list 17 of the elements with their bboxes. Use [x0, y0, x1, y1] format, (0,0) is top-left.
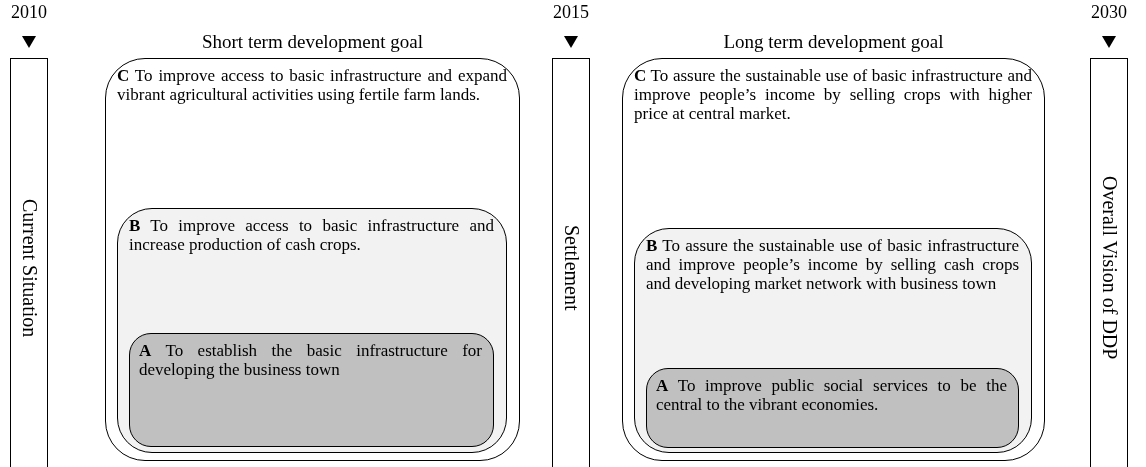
goal-text: B To improve access to basic infrastructure and increase production of cash crops.: [129, 216, 494, 254]
section-heading: Short term development goal: [200, 31, 425, 53]
stage-label: Settlement: [559, 225, 583, 311]
stage-box: [1090, 58, 1128, 467]
stage-box: [552, 58, 590, 467]
goal-text: C To assure the sustainable use of basic infrastructure and improve people’s income by selling crops with higher price at central market.: [634, 66, 1032, 123]
goal-text: A To establish the basic infrastructure for developing the business town: [139, 341, 482, 379]
goal-text: C To improve access to basic infrastructure and expand vibrant agricultural activities using fertile farm lands.: [117, 66, 507, 104]
goal-text: B To assure the sustainable use of basic infrastructure and improve people’s income by selling cash crops and developing market network with business town: [646, 236, 1019, 293]
year-label: 2010: [10, 2, 48, 23]
section-heading: Long term development goal: [722, 31, 945, 53]
stage-label: Overall Vision of DDP: [1097, 176, 1121, 360]
year-label: 2015: [552, 2, 590, 23]
stage-box: [10, 58, 48, 467]
year-label: 2030: [1090, 2, 1128, 23]
goal-text: A To improve public social services to be the central to the vibrant economies.: [656, 376, 1007, 414]
stage-label: Current Situation: [17, 198, 41, 338]
